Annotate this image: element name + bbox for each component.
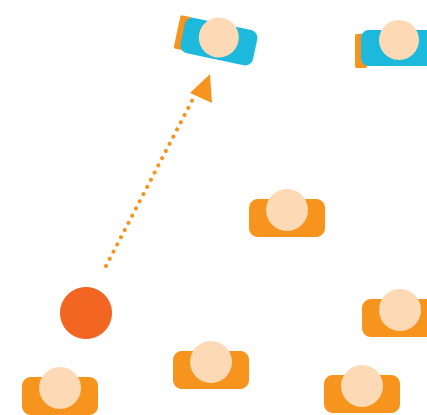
- pass-line: [106, 74, 212, 266]
- player-head-icon: [379, 20, 419, 60]
- player-head-icon: [341, 365, 383, 407]
- player-head-icon: [190, 341, 232, 383]
- player-orange-5: [324, 365, 400, 413]
- player-head-icon: [379, 289, 421, 331]
- player-blue-1: [173, 9, 260, 67]
- player-orange-3: [173, 341, 249, 389]
- ball-icon: [60, 287, 112, 339]
- player-orange-1: [249, 189, 325, 237]
- player-head-icon: [266, 189, 308, 231]
- player-orange-4: [22, 367, 98, 415]
- player-head-icon: [39, 367, 81, 409]
- player-blue-2: [355, 20, 427, 68]
- arrow-head-icon: [190, 74, 212, 103]
- pass-dotted-line: [106, 95, 195, 266]
- player-orange-2: [362, 289, 427, 337]
